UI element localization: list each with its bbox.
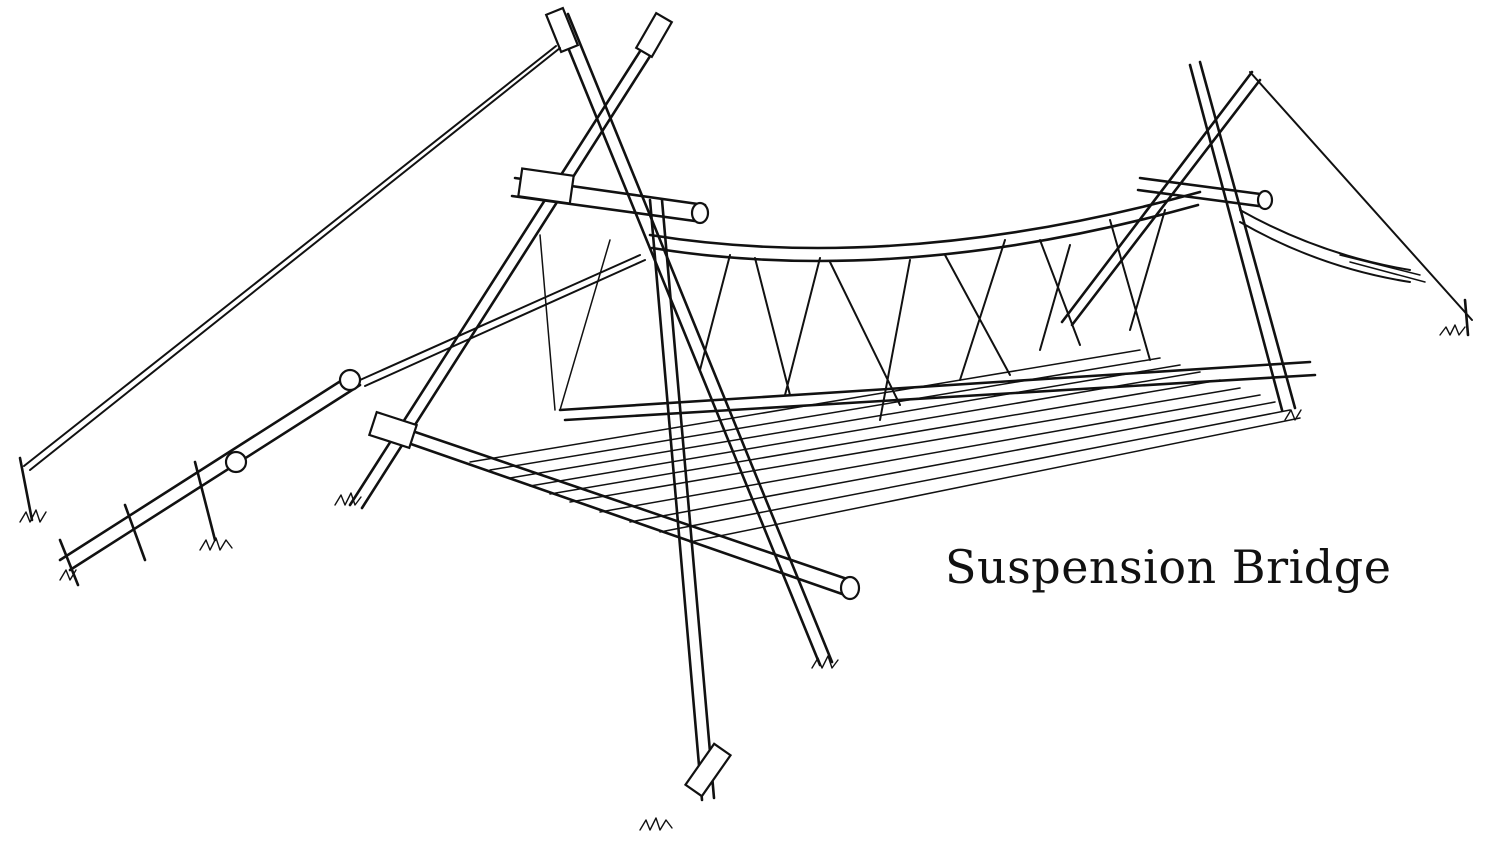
right-tower (1060, 60, 1297, 412)
suspension-cables (648, 190, 1202, 263)
left-tower (348, 6, 834, 667)
left-anchor-cables (18, 45, 646, 587)
bridge-deck (367, 349, 1317, 601)
ground-tufts (334, 409, 1302, 831)
truss-diagonals (539, 209, 1166, 421)
right-anchor-cable (1239, 71, 1473, 337)
caption: Suspension Bridge (945, 540, 1392, 594)
left-top-transom (510, 167, 710, 225)
left-back-leg (648, 198, 733, 802)
